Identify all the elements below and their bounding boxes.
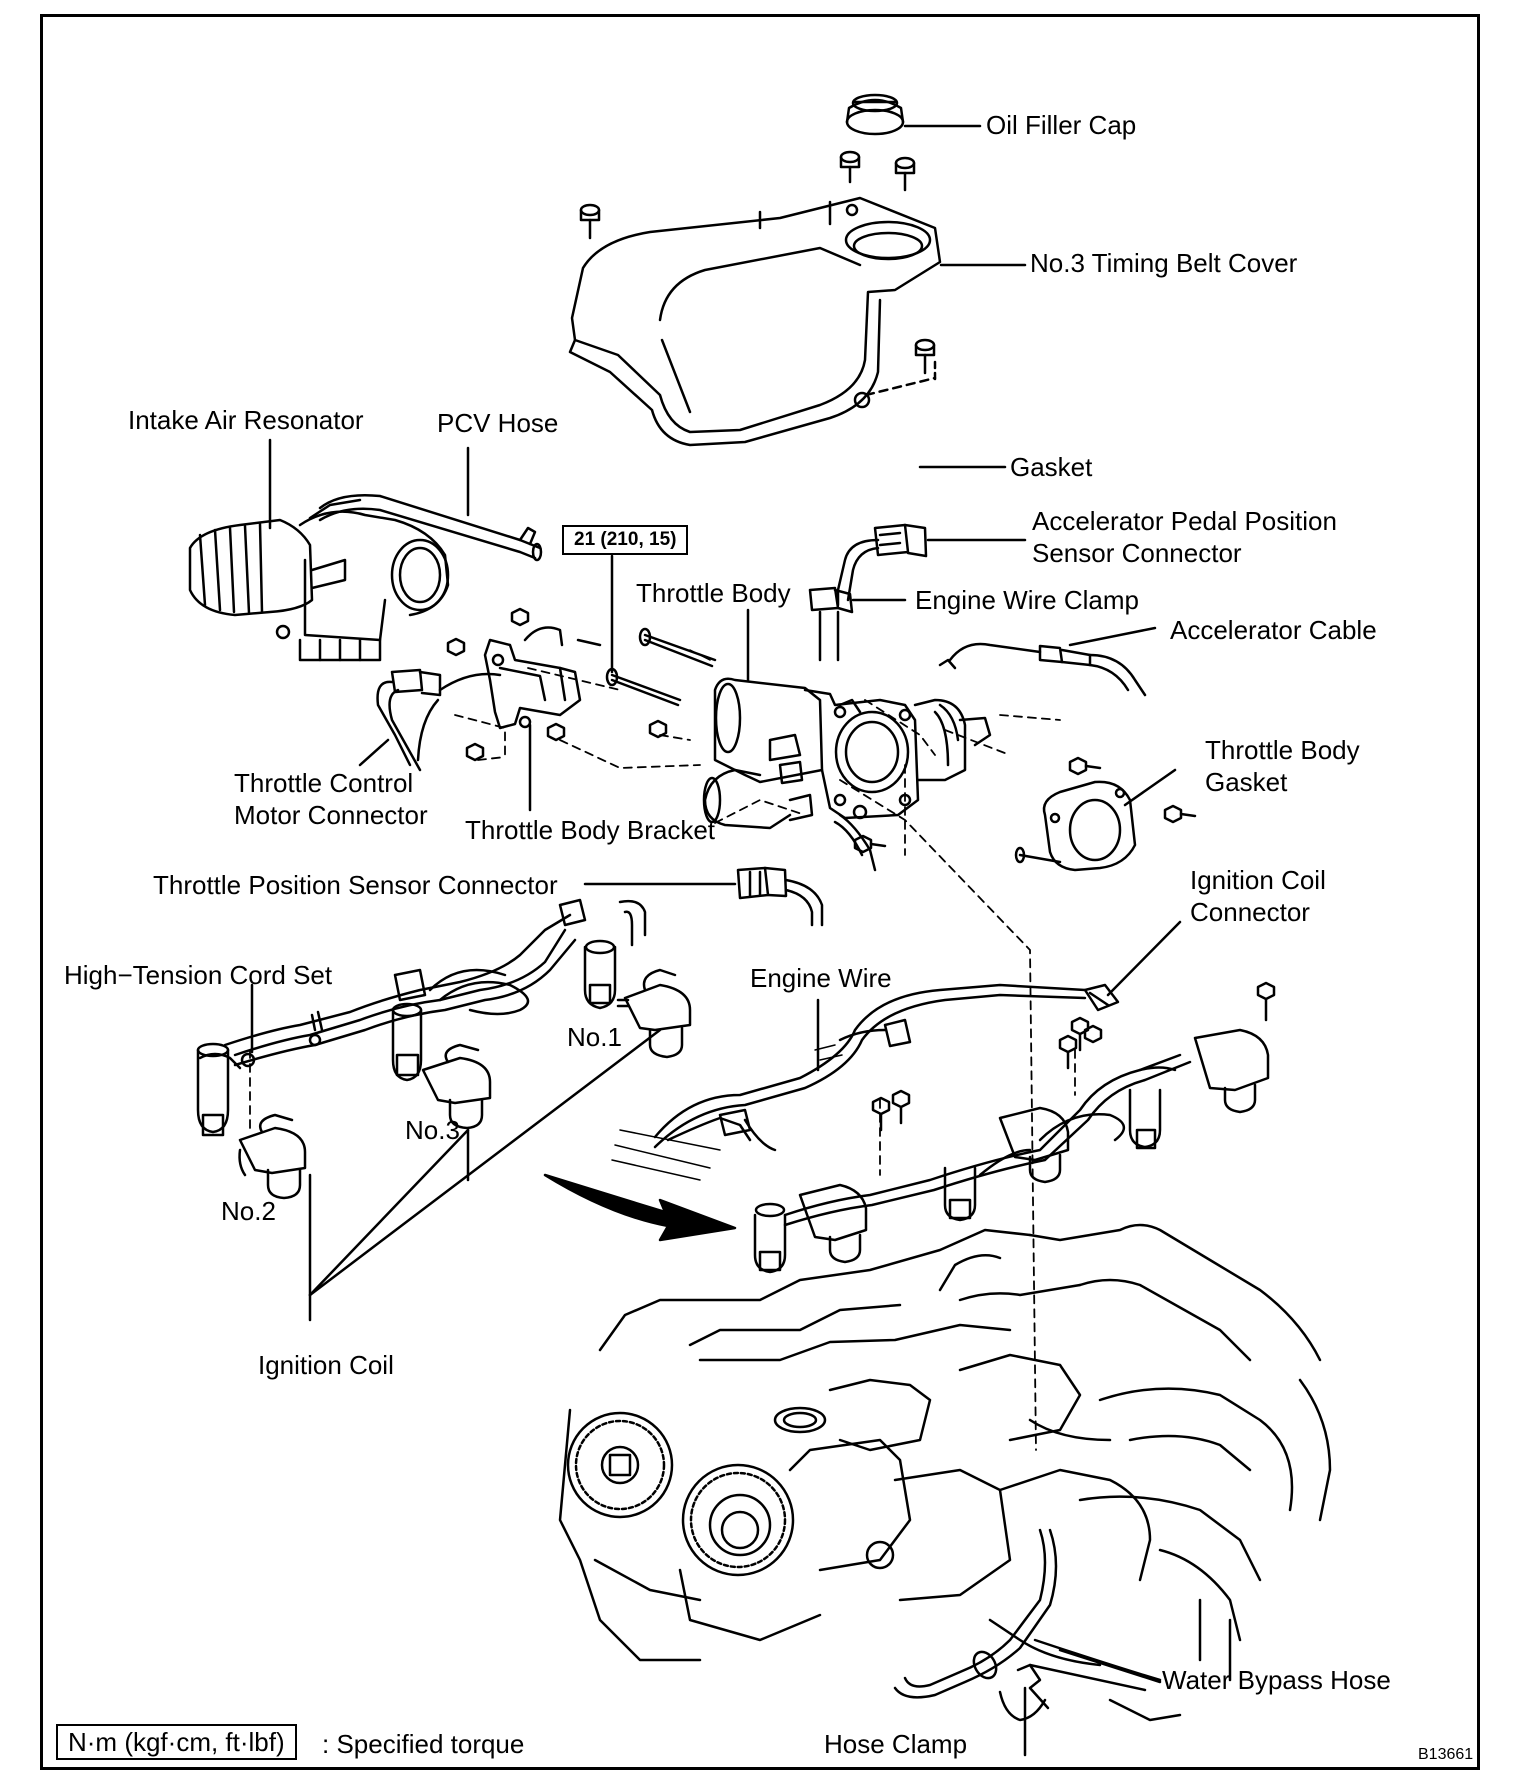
- label-intake-air-resonator: Intake Air Resonator: [128, 405, 364, 435]
- right-ignition-coils-drawing: [753, 981, 1276, 1274]
- high-tension-cord-set-drawing: [196, 898, 647, 1137]
- throttle-body-drawing: [605, 608, 992, 872]
- engine-wire-drawing: [653, 983, 1087, 1152]
- diagram-frame: [40, 14, 1480, 1770]
- label-throttle-body-gasket-line1: Throttle Body: [1205, 735, 1360, 765]
- app-sensor-connector-drawing: [808, 523, 1027, 662]
- label-engine-wire: Engine Wire: [750, 963, 892, 993]
- label-engine-wire-clamp: Engine Wire Clamp: [915, 585, 1139, 615]
- oil-filler-cap-drawing: [845, 93, 982, 136]
- legend-unit-box: N·m (kgf·cm, ft·lbf): [56, 1724, 297, 1760]
- bolt-group-top: [579, 150, 936, 375]
- ignition-coil-connector-drawing: [1083, 920, 1182, 1012]
- left-ignition-coils-drawing: [238, 968, 692, 1322]
- label-throttle-body: Throttle Body: [636, 578, 791, 608]
- label-no1: No.1: [567, 1022, 622, 1052]
- label-throttle-body-gasket-line2: Gasket: [1205, 767, 1288, 797]
- figure-code: B13661: [1418, 1746, 1474, 1763]
- label-gasket: Gasket: [1010, 452, 1093, 482]
- label-water-bypass-hose: Water Bypass Hose: [1162, 1665, 1391, 1695]
- label-throttle-control-motor-connector-line2: Motor Connector: [234, 800, 428, 830]
- label-accelerator-cable: Accelerator Cable: [1170, 615, 1377, 645]
- label-pcv-hose: PCV Hose: [437, 408, 559, 438]
- label-no3: No.3: [405, 1115, 460, 1145]
- legend-description: : Specified torque: [322, 1729, 525, 1759]
- label-hose-clamp: Hose Clamp: [824, 1729, 968, 1759]
- label-app-sensor-connector-line1: Accelerator Pedal Position: [1032, 506, 1337, 536]
- timing-belt-cover-drawing: [568, 196, 1027, 447]
- label-ignition-coil-connector-line2: Connector: [1190, 897, 1310, 927]
- throttle-body-gasket-drawing: [853, 756, 1197, 872]
- label-app-sensor-connector-line2: Sensor Connector: [1032, 538, 1242, 568]
- label-throttle-control-motor-connector-line1: Throttle Control: [234, 768, 414, 798]
- label-no2: No.2: [221, 1196, 276, 1226]
- label-ignition-coil-connector-line1: Ignition Coil: [1190, 865, 1326, 895]
- accelerator-cable-drawing: [938, 626, 1157, 697]
- label-tps-connector: Throttle Position Sensor Connector: [153, 870, 558, 900]
- intake-air-resonator-drawing: [188, 438, 543, 662]
- throttle-body-bracket-drawing: [358, 607, 668, 812]
- tps-connector-drawing: [583, 866, 824, 927]
- label-high-tension-cord-set: High−Tension Cord Set: [64, 960, 333, 990]
- label-timing-belt-cover: No.3 Timing Belt Cover: [1030, 248, 1298, 278]
- engine-drawing: [558, 1223, 1332, 1757]
- installation-arrow: [543, 1129, 737, 1242]
- label-throttle-body-bracket: Throttle Body Bracket: [465, 815, 715, 845]
- label-ignition-coil: Ignition Coil: [258, 1350, 394, 1380]
- torque-spec-box: 21 (210, 15): [562, 525, 689, 555]
- label-oil-filler-cap: Oil Filler Cap: [986, 110, 1137, 140]
